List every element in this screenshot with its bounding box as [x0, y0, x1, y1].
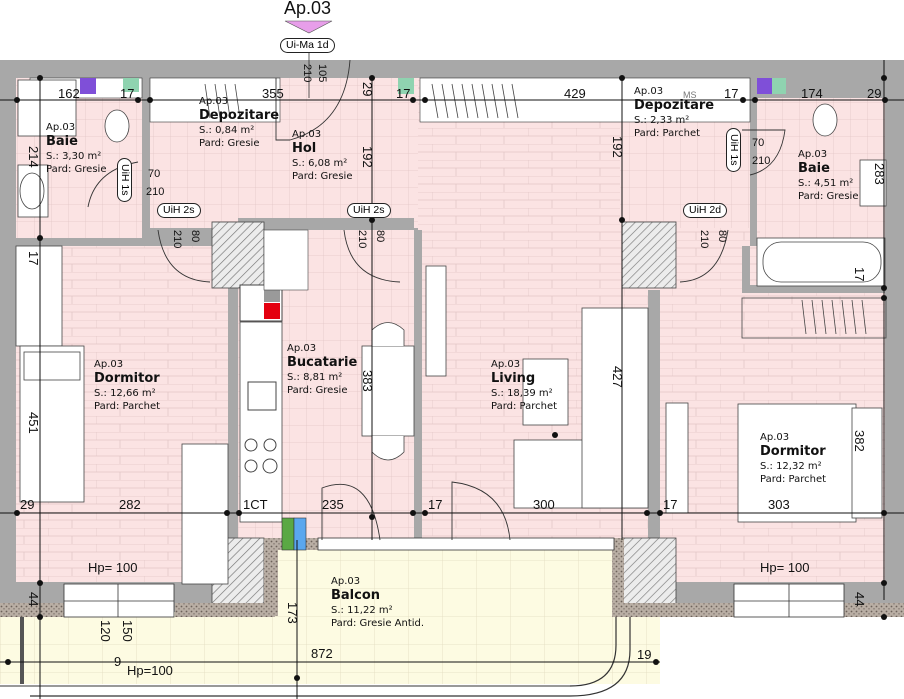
room-label-dormitor-2: Ap.03 Dormitor S.: 12,32 m² Pard: Parche…: [760, 432, 827, 485]
bed-right: [737, 403, 857, 523]
hp-label-left: Hp= 100: [88, 560, 138, 575]
room-label-depozitare-1: Ap.03 Depozitare S.: 0,84 m² Pard: Gresi…: [199, 96, 280, 149]
dim-top: 17: [396, 86, 411, 101]
dim-mid: 17: [663, 497, 678, 512]
ms-mark: MS: [683, 90, 697, 100]
balcony-width-dim: 872: [311, 646, 333, 661]
apartment-marker-icon: [284, 20, 333, 34]
balcony-end-dim: 9: [114, 654, 122, 669]
window: [63, 583, 175, 618]
door-tag-dormitor-2: UiH 2d: [683, 203, 728, 218]
dim-top: 429: [564, 86, 586, 101]
room-label-baie-1: Ap.03 Baie S.: 3,30 m² Pard: Gresie: [46, 122, 107, 175]
door-dim-height: 210: [752, 155, 771, 167]
room-label-balcon: Ap.03 Balcon S.: 11,22 m² Pard: Gresie A…: [331, 576, 425, 629]
dim-vertical: 192: [610, 136, 625, 158]
entrance-door-dim-width: 105: [316, 64, 328, 83]
room-label-baie-2: Ap.03 Baie S.: 4,51 m² Pard: Gresie: [798, 149, 859, 202]
door-dim-height: 210: [698, 230, 710, 249]
dim-vertical: 382: [852, 430, 867, 452]
dim-vertical: 383: [360, 370, 375, 392]
dim-vertical: 192: [360, 146, 375, 168]
door-dim-width: 70: [148, 168, 161, 180]
dim-mid: 300: [533, 497, 555, 512]
kitchen-counter: [239, 321, 283, 523]
wall: [142, 78, 150, 238]
dim-vertical: 427: [610, 366, 625, 388]
door-tag-bucatarie: UiH 2s: [347, 203, 391, 218]
dim-vertical: 44: [852, 592, 867, 607]
dim-vertical: 283: [872, 163, 887, 185]
dim-mid: 235: [322, 497, 344, 512]
door-dim-height: 210: [356, 230, 368, 249]
door-dim-height: 210: [171, 230, 183, 249]
dim-top: 174: [801, 86, 823, 101]
door-tag-baie-1: UiH 1s: [117, 158, 132, 202]
hp-label-right: Hp= 100: [760, 560, 810, 575]
room-label-bucatarie: Ap.03 Bucatarie S.: 8,81 m² Pard: Gresie: [287, 343, 358, 396]
entrance-door-dim-height: 210: [301, 64, 313, 83]
dim-mid: 303: [768, 497, 790, 512]
door-tag-baie-2: UiH 1s: [726, 128, 741, 172]
dim-top: 17: [724, 86, 739, 101]
dim-top: 17: [120, 86, 135, 101]
dim-mid: 282: [119, 497, 141, 512]
dim-mid: 29: [20, 497, 35, 512]
dim-top: 29: [360, 82, 375, 97]
hp-label-balcony: Hp=100: [127, 663, 173, 678]
balcony-corner-dim: 19: [637, 647, 652, 662]
door-dim-width: 80: [716, 230, 728, 243]
dim-vertical: 17: [852, 267, 867, 282]
entrance-door-tag: Ui-Ma 1d: [280, 38, 335, 53]
window-dim: 150: [120, 620, 135, 642]
dim-vertical: 173: [285, 602, 300, 624]
blue-shaft: [293, 517, 307, 551]
red-block: [264, 303, 280, 319]
dim-vertical: 44: [26, 592, 41, 607]
room-label-living: Ap.03 Living S.: 18,39 m² Pard: Parchet: [491, 359, 558, 412]
dim-top: 355: [262, 86, 284, 101]
window-dim: 120: [98, 620, 113, 642]
dim-vertical: 214: [26, 146, 41, 168]
dim-mid: 17: [428, 497, 443, 512]
room-label-depozitare-2: Ap.03 Depozitare S.: 2,33 m² Pard: Parch…: [634, 86, 715, 139]
door-dim-width: 70: [752, 137, 765, 149]
floor-balcon: [0, 612, 660, 684]
door-dim-height: 210: [146, 186, 165, 198]
door-tag-dormitor-1: UiH 2s: [157, 203, 201, 218]
green-shaft: [281, 517, 295, 551]
dim-vertical: 17: [26, 251, 41, 266]
room-label-dormitor-1: Ap.03 Dormitor S.: 12,66 m² Pard: Parche…: [94, 359, 161, 412]
dim-mid: 1CT: [243, 497, 268, 512]
dim-top: 29: [867, 86, 882, 101]
dim-vertical: 451: [26, 412, 41, 434]
dining-table: [361, 345, 415, 437]
room-label-hol: Ap.03 Hol S.: 6,08 m² Pard: Gresie: [292, 129, 353, 182]
door-dim-width: 80: [374, 230, 386, 243]
column: [211, 221, 265, 289]
dim-top: 162: [58, 86, 80, 101]
door-dim-width: 80: [189, 230, 201, 243]
apartment-marker-label: Ap.03: [284, 0, 332, 18]
